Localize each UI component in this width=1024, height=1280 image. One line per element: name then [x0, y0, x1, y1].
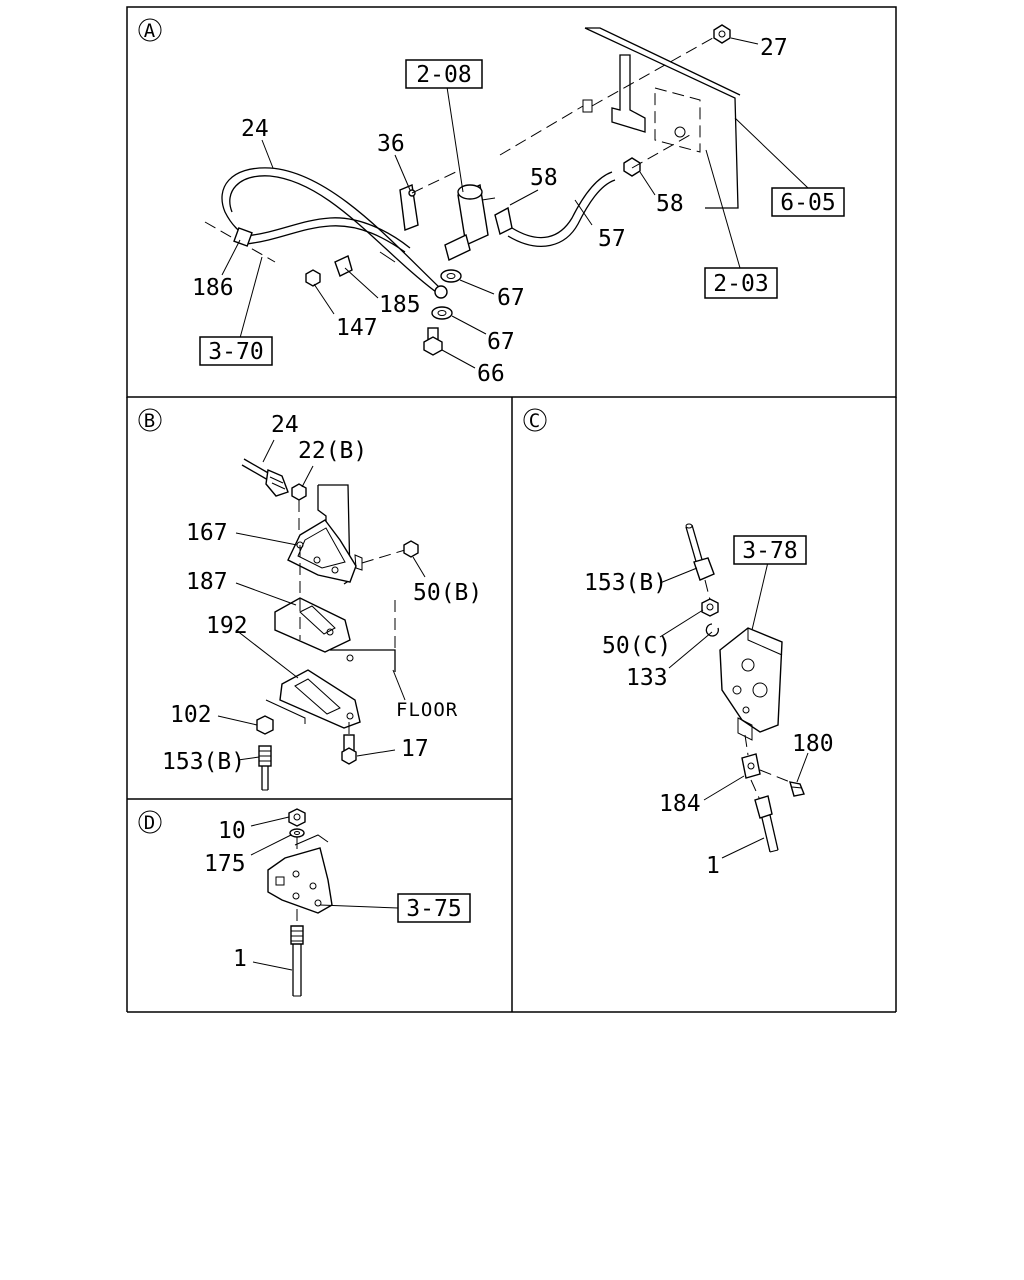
- rod-153b: [685, 523, 715, 601]
- callout-192: 192: [206, 613, 248, 639]
- nut-10: [288, 808, 306, 827]
- ref-box-2-08: 2-08: [405, 59, 483, 89]
- callout-66: 66: [477, 361, 505, 387]
- bolt-17: [341, 722, 357, 765]
- clip-185: [334, 251, 396, 277]
- bracket-3-75: [267, 834, 333, 914]
- washer-67-lower: [431, 306, 453, 320]
- callout-58-right: 58: [656, 191, 684, 217]
- plate-187: [274, 545, 351, 653]
- panel-d-marker-label: D: [144, 812, 156, 834]
- clip-133: [705, 623, 719, 637]
- callout-b-24: 24: [271, 412, 299, 438]
- bracket-167: [287, 484, 406, 585]
- callout-180: 180: [792, 731, 834, 757]
- stud-153b: [258, 745, 272, 791]
- callout-10: 10: [218, 818, 246, 844]
- callout-50c: 50(C): [602, 633, 671, 659]
- body-panel: [582, 27, 741, 209]
- bolt-1-d: [290, 925, 304, 997]
- nut-147: [305, 269, 321, 287]
- panel-b-leaders: [217, 439, 426, 761]
- rod-1-c: [750, 779, 779, 853]
- callout-67-lower: 67: [487, 329, 515, 355]
- nut-50b: [403, 540, 419, 558]
- callout-17: 17: [401, 736, 429, 762]
- ref-box-3-75: 3-75: [397, 893, 471, 923]
- ref-box-3-78: 3-78: [733, 535, 807, 565]
- callout-185: 185: [379, 292, 421, 318]
- callout-57: 57: [598, 226, 626, 252]
- callout-c-153b: 153(B): [584, 570, 667, 596]
- callout-67-upper: 67: [497, 285, 525, 311]
- callout-22b: 22(B): [298, 438, 367, 464]
- callout-50b: 50(B): [413, 580, 482, 606]
- ref-2-03: 2-03: [713, 271, 768, 297]
- nut-27: [713, 24, 731, 44]
- ref-2-08: 2-08: [416, 62, 471, 88]
- panel-a-marker-label: A: [144, 20, 156, 42]
- callout-175: 175: [204, 851, 246, 877]
- ref-box-6-05: 6-05: [771, 187, 845, 217]
- callout-c-1: 1: [706, 853, 720, 879]
- joint-184: [741, 753, 791, 783]
- nut-50c: [701, 598, 719, 617]
- callout-27: 27: [760, 35, 788, 61]
- floor-label: FLOOR: [396, 699, 458, 721]
- callout-b-153b: 153(B): [162, 749, 245, 775]
- panel-c-marker: C: [523, 408, 547, 432]
- panel-b-marker: B: [138, 408, 162, 432]
- hose-57: [494, 171, 616, 247]
- callout-58-left: 58: [530, 165, 558, 191]
- panel-d-leaders: [250, 816, 399, 971]
- panel-a: A: [138, 18, 845, 387]
- callout-36: 36: [377, 131, 405, 157]
- cable-end-24: [241, 458, 289, 497]
- bolt-66: [423, 327, 443, 356]
- callout-d-1: 1: [233, 946, 247, 972]
- cable-24: [204, 167, 448, 299]
- plate-192: [265, 669, 361, 729]
- panel-b: B: [138, 408, 482, 791]
- panel-d: D: [138, 808, 471, 997]
- washer-67-upper: [440, 269, 462, 283]
- panel-frames: [126, 6, 897, 1013]
- callout-147: 147: [336, 315, 378, 341]
- ref-3-70: 3-70: [208, 339, 263, 365]
- panel-a-marker: A: [138, 18, 162, 42]
- bracket-3-78: [719, 627, 783, 756]
- callout-184: 184: [659, 791, 701, 817]
- callout-187: 187: [186, 569, 228, 595]
- ref-box-3-70: 3-70: [199, 336, 273, 366]
- pump-cylinder: [444, 33, 721, 261]
- panel-c: C: [523, 408, 834, 879]
- screw-180: [789, 781, 805, 797]
- panel-c-leaders: [659, 561, 809, 859]
- floor-plate: [330, 600, 396, 672]
- callout-186: 186: [192, 275, 234, 301]
- panel-d-marker: D: [138, 810, 162, 834]
- ref-6-05: 6-05: [780, 190, 835, 216]
- callout-167: 167: [186, 520, 228, 546]
- callout-102: 102: [170, 702, 212, 728]
- callout-24: 24: [241, 116, 269, 142]
- nut-102: [256, 715, 274, 735]
- ref-3-75: 3-75: [406, 896, 461, 922]
- panel-a-leaders: [221, 37, 809, 369]
- ref-box-2-03: 2-03: [704, 267, 778, 299]
- fitting-58-right: [623, 134, 691, 177]
- panel-b-marker-label: B: [144, 410, 156, 432]
- panel-c-marker-label: C: [529, 410, 541, 432]
- callout-133: 133: [626, 665, 668, 691]
- clip-36: [399, 169, 461, 231]
- ref-3-78: 3-78: [742, 538, 797, 564]
